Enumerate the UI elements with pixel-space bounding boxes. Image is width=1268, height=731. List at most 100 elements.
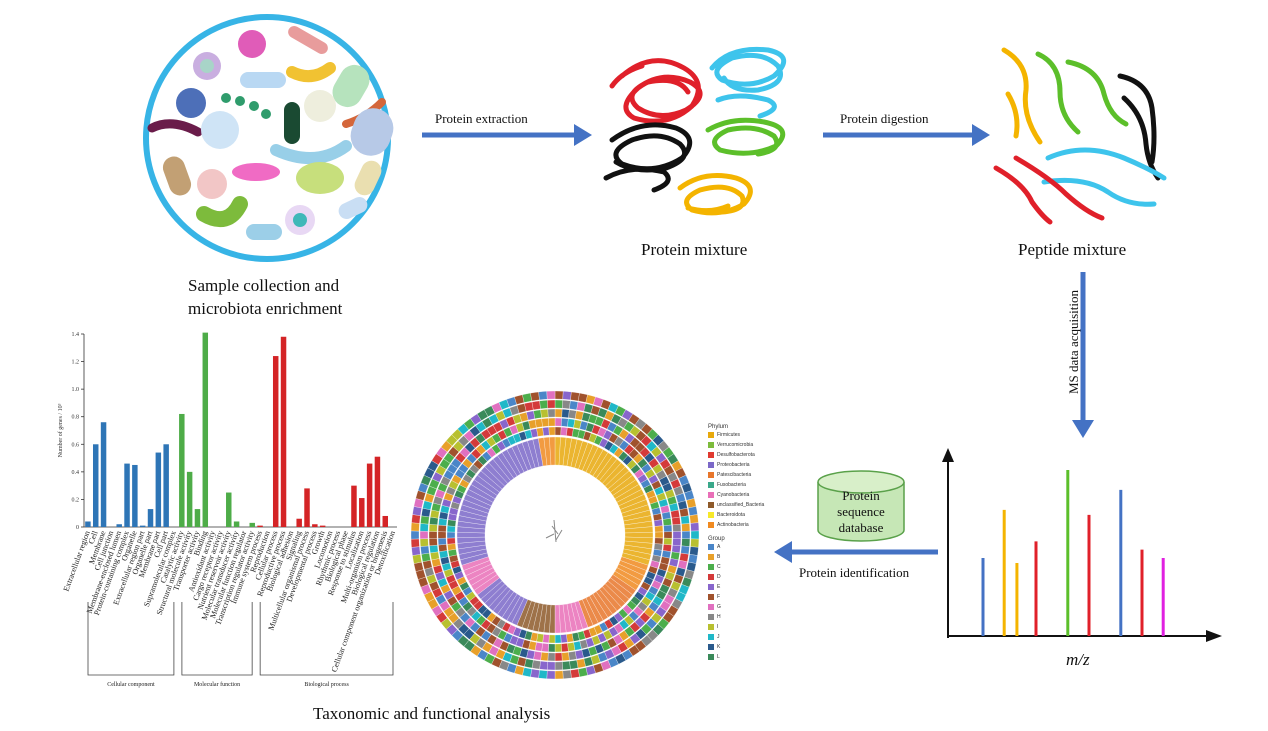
db-label-line3: database	[838, 520, 884, 535]
tree-group-ring-cell	[562, 669, 572, 679]
tree-group-ring-cell	[663, 531, 673, 539]
tree-group-ring-cell	[561, 409, 570, 418]
legend-swatch	[708, 544, 714, 550]
legend-item: Verrucomicrobia	[708, 440, 764, 450]
tree-group-ring-cell	[437, 537, 447, 546]
legend-item: Patescibacteria	[708, 470, 764, 480]
legend-swatch	[708, 554, 714, 560]
go-bar	[163, 444, 169, 527]
legend-item: unclassified_Bacteria	[708, 500, 764, 510]
legend-swatch	[708, 522, 714, 528]
y-tick-label: 0.8	[72, 415, 80, 421]
y-tick-label: 0.2	[72, 497, 80, 503]
legend-label: L	[717, 654, 720, 660]
tree-group-ring-cell	[421, 552, 431, 562]
go-bar	[312, 524, 318, 527]
legend-swatch	[708, 452, 714, 458]
legend-swatch	[708, 512, 714, 518]
tree-group-ring-cell	[554, 408, 563, 418]
tree-group-ring-cell	[560, 634, 568, 643]
go-bar	[359, 498, 365, 527]
tree-group-ring-cell	[672, 538, 682, 546]
protein-mixture-label: Protein mixture	[641, 240, 748, 259]
tree-group-ring-cell	[554, 652, 563, 662]
tree-group-ring-cell	[554, 417, 562, 427]
tree-group-ring-cell	[672, 524, 682, 532]
tree-group-ring-cell	[541, 418, 549, 427]
virus-icon	[238, 30, 266, 58]
tree-group-ring-cell	[663, 537, 673, 546]
legend-swatch	[708, 634, 714, 640]
tree-group-ring-cell	[548, 426, 556, 436]
tree-group-ring-cell	[654, 525, 664, 533]
legend-swatch	[708, 482, 714, 488]
tree-group-ring-cell	[554, 661, 563, 671]
tree-group-ring-cell	[576, 658, 586, 669]
tree-group-ring-cell	[567, 642, 576, 652]
tree-group-ring-cell	[429, 516, 439, 526]
y-tick-label: 1.4	[72, 332, 80, 338]
legend-swatch	[708, 644, 714, 650]
tree-group-ring-cell	[430, 551, 440, 561]
legend-label: Cyanobacteria	[717, 492, 750, 498]
go-bar	[272, 356, 279, 527]
tree-group-ring-cell	[671, 544, 681, 554]
tree-group-ring-cell	[570, 391, 580, 402]
tree-group-ring-cell	[672, 531, 682, 539]
tree-group-ring-cell	[681, 538, 691, 547]
legend-item: A	[708, 542, 764, 552]
legend-label: F	[717, 594, 721, 600]
legend-swatch	[708, 594, 714, 600]
legend-label: Proteobacteria	[717, 462, 750, 468]
tree-group-ring-cell	[561, 652, 570, 661]
microbiota-enrichment-label: microbiota enrichment	[188, 299, 343, 318]
legend-item: I	[708, 622, 764, 632]
arrow-protein-extraction	[422, 124, 592, 146]
tree-group-ring-cell	[679, 508, 689, 518]
tree-group-ring-cell	[533, 409, 542, 419]
protein-mixture-illustration	[603, 46, 786, 216]
coccus-icon	[176, 88, 206, 118]
tree-group-ring-cell	[411, 514, 421, 524]
tree-group-ring-cell	[662, 518, 672, 526]
go-bar	[92, 444, 99, 527]
arrow-protein-digestion	[823, 124, 990, 146]
tree-group-ring-cell	[688, 506, 698, 516]
protein-sequence-database-icon	[817, 470, 905, 542]
legend-label: G	[717, 604, 721, 610]
go-bar	[194, 509, 201, 527]
legend-label: Verrucomicrobia	[717, 442, 754, 448]
tree-group-ring-cell	[690, 530, 700, 540]
go-bar	[100, 422, 107, 527]
y-tick-label: 0	[76, 525, 79, 531]
tree-group-ring-cell	[671, 516, 681, 526]
tree-group-ring-cell	[411, 546, 421, 556]
tree-group-ring-cell	[554, 390, 564, 400]
tree-group-ring-cell	[554, 670, 564, 680]
legend-swatch	[708, 654, 714, 660]
legend-swatch	[708, 492, 714, 498]
legend-item: Desulfobacterota	[708, 450, 764, 460]
legend-item: Proteobacteria	[708, 460, 764, 470]
legend-swatch	[708, 614, 714, 620]
go-bar	[257, 525, 263, 527]
tree-group-ring-cell	[420, 545, 430, 555]
legend-item: Bacteroidota	[708, 510, 764, 520]
legend-item: G	[708, 602, 764, 612]
tree-group-ring-cell	[447, 543, 457, 551]
tree-group-ring-cell	[654, 537, 664, 545]
tree-group-ring-cell	[670, 509, 680, 519]
go-bar	[85, 521, 91, 527]
mass-spectrum	[942, 448, 1222, 642]
protein-digestion-label: Protein digestion	[840, 111, 929, 126]
go-group-label: Biological process	[304, 682, 349, 688]
go-bar	[179, 413, 185, 527]
tree-group-ring-cell	[542, 427, 550, 436]
tree-group-ring-cell	[562, 661, 571, 670]
legend-item: Fusobacteria	[708, 480, 764, 490]
go-bar	[147, 509, 154, 527]
legend-label: unclassified_Bacteria	[717, 502, 765, 508]
legend-item: Actinobacteria	[708, 520, 764, 530]
